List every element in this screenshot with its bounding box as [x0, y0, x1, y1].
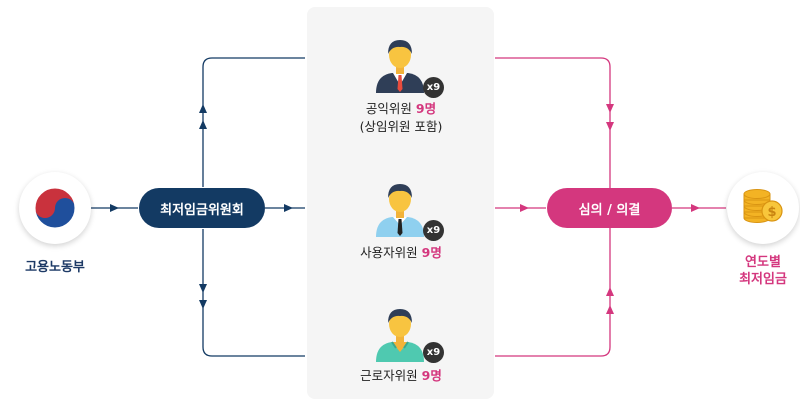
taegeuk-emblem-icon [34, 187, 76, 229]
worker-to-deliberation-line [495, 226, 611, 357]
commission-to-worker-line [202, 229, 305, 357]
pink-arrowheads [520, 104, 700, 314]
navy-arrowheads [110, 104, 293, 309]
coins-icon: $ [743, 189, 783, 223]
public-member-label: 공익위원 9명 (상임위원 포함) [310, 100, 492, 136]
employer-member-label: 사용자위원 9명 [310, 244, 492, 262]
result-label: 연도별 최저임금 [718, 254, 800, 288]
employer-member-businessman-icon [376, 184, 424, 237]
worker-member-label: 근로자위원 9명 [310, 367, 492, 385]
commission-node: 최저임금위원회 [139, 188, 265, 228]
worker-member-person-icon [376, 309, 424, 362]
employer-member-count: 9명 [421, 245, 442, 260]
public-member-count-badge: x9 [423, 77, 444, 98]
result-label-line1: 연도별 [745, 255, 781, 270]
ministry-label: 고용노동부 [25, 260, 85, 275]
ministry-circle [19, 172, 91, 244]
worker-member-count-badge: x9 [423, 342, 444, 363]
worker-member-name: 근로자위원 [360, 368, 418, 383]
public-member-subtitle: (상임위원 포함) [359, 119, 443, 134]
worker-member-count: 9명 [421, 368, 442, 383]
public-to-deliberation-line [495, 57, 611, 190]
result-label-line2: 최저임금 [739, 272, 787, 287]
svg-text:$: $ [767, 205, 776, 220]
employer-member-count-badge: x9 [423, 220, 444, 241]
public-member-businessman-icon [376, 40, 424, 93]
public-member-count: 9명 [415, 101, 437, 116]
commission-to-public-line [202, 57, 305, 187]
result-circle: $ [727, 172, 799, 244]
deliberation-node: 심의 / 의결 [547, 188, 672, 228]
public-member-name: 공익위원 [365, 101, 412, 116]
employer-member-name: 사용자위원 [360, 245, 418, 260]
